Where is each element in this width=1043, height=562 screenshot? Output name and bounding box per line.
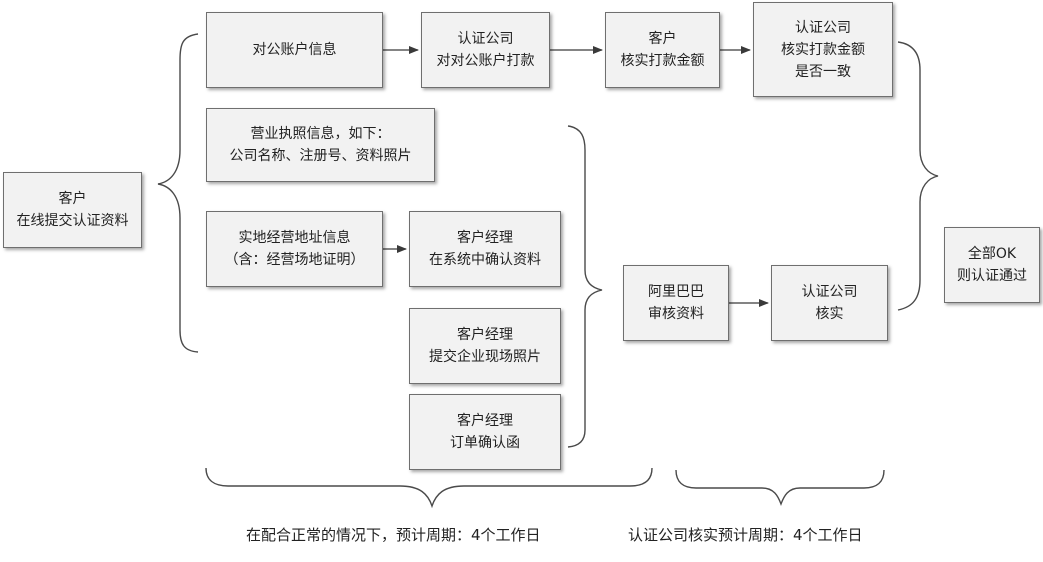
address-info-box: 实地经营地址信息 （含：经营场地证明）	[206, 211, 383, 287]
cert-period-note: 认证公司核实预计周期：4个工作日	[628, 526, 863, 544]
bank-info-label: 对公账户信息	[252, 42, 337, 58]
cert-transfer-box: 认证公司 对对公账户打款	[421, 12, 550, 88]
manager-confirm-desc: 在系统中确认资料	[429, 252, 541, 268]
cert-check-line2: 是否一致	[795, 63, 851, 80]
customer-verify-box: 客户 核实打款金额	[605, 12, 720, 88]
manager-photo-title: 客户经理	[457, 327, 513, 343]
alibaba-review-box: 阿里巴巴 审核资料	[623, 265, 729, 341]
alibaba-review-desc: 审核资料	[648, 306, 704, 322]
address-info-desc: （含：经营场地证明）	[224, 252, 365, 268]
left-brace	[157, 33, 199, 353]
cert-transfer-desc: 对对公账户打款	[436, 53, 535, 69]
middle-brace	[567, 125, 603, 448]
right-brace	[897, 41, 939, 311]
manager-confirm-title: 客户经理	[457, 230, 513, 246]
manager-confirm-box: 客户经理 在系统中确认资料	[409, 211, 561, 287]
license-info-desc: 公司名称、注册号、资料照片	[229, 148, 412, 164]
address-info-title: 实地经营地址信息	[238, 230, 351, 246]
cert-verify-desc: 核实	[815, 306, 844, 322]
customer-verify-desc: 核实打款金额	[620, 53, 705, 69]
alibaba-review-title: 阿里巴巴	[648, 284, 704, 300]
bottom-brace-2	[675, 469, 885, 506]
manager-letter-box: 客户经理 订单确认函	[409, 394, 561, 470]
license-info-box: 营业执照信息，如下： 公司名称、注册号、资料照片	[206, 108, 435, 182]
customer-submit-desc: 在线提交认证资料	[16, 213, 129, 229]
cert-check-title: 认证公司	[795, 19, 851, 36]
customer-submit-title: 客户	[58, 191, 87, 207]
cert-check-line1: 核实打款金额	[781, 41, 865, 58]
license-info-title: 营业执照信息，如下：	[250, 126, 391, 142]
manager-photo-box: 客户经理 提交企业现场照片	[409, 308, 561, 384]
cert-verify-box: 认证公司 核实	[771, 265, 888, 341]
manager-letter-title: 客户经理	[457, 413, 513, 429]
bottom-brace-1	[205, 467, 653, 509]
bank-info-box: 对公账户信息	[206, 12, 383, 88]
customer-submit-box: 客户 在线提交认证资料	[3, 172, 142, 248]
cert-verify-title: 认证公司	[801, 284, 858, 300]
customer-verify-title: 客户	[648, 31, 677, 47]
cert-transfer-title: 认证公司	[457, 31, 514, 47]
all-ok-title: 全部OK	[967, 246, 1017, 262]
manager-photo-desc: 提交企业现场照片	[429, 349, 541, 365]
normal-period-note: 在配合正常的情况下，预计周期：4个工作日	[246, 526, 541, 544]
cert-check-box: 认证公司 核实打款金额 是否一致	[753, 2, 893, 97]
all-ok-box: 全部OK 则认证通过	[944, 227, 1040, 303]
manager-letter-desc: 订单确认函	[450, 435, 520, 451]
all-ok-desc: 则认证通过	[957, 268, 1027, 284]
